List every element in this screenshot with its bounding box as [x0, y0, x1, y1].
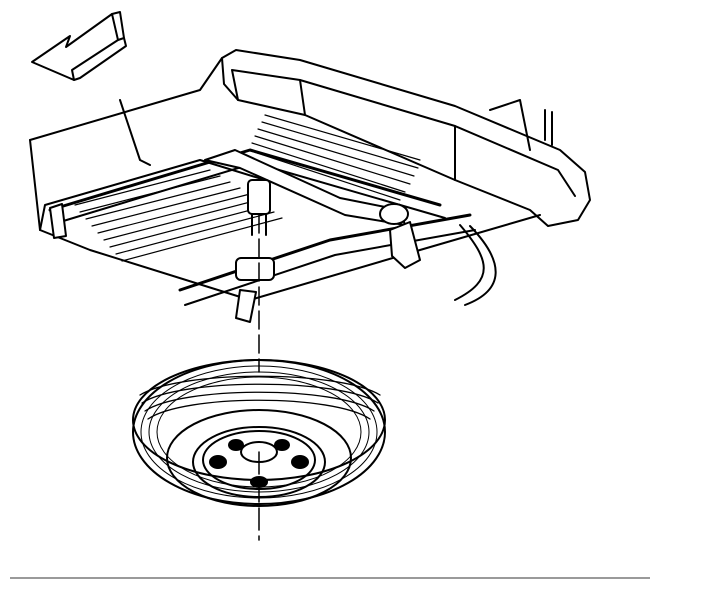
floor-ribs-left	[74, 169, 283, 262]
direction-arrow-icon	[31, 11, 127, 81]
vehicle-underbody	[29, 49, 591, 323]
floor-ribs-rear	[247, 114, 421, 201]
spare-tire-hoist	[235, 179, 275, 323]
tire-tread	[139, 375, 381, 420]
